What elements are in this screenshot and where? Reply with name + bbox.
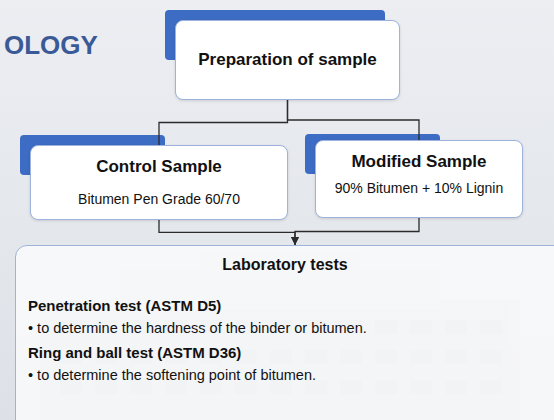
node-text: Ring and ball test (ASTM D36): [28, 344, 554, 363]
sample-box: Control SampleBitumen Pen Grade 60/70: [30, 145, 288, 220]
node-text: • to determine the hardness of the binde…: [28, 319, 554, 337]
tests-panel: Laboratory testsPenetration test (ASTM D…: [15, 245, 554, 420]
process-box: Preparation of sample: [175, 20, 400, 100]
connector: [159, 100, 288, 145]
node-heading: Preparation of sample: [188, 49, 387, 70]
node-heading: Modified Sample: [326, 151, 512, 172]
connector: [288, 100, 420, 140]
node-text: Penetration test (ASTM D5): [28, 297, 554, 316]
node-heading: Laboratory tests: [28, 255, 554, 275]
sample-box: Modified Sample 90% Bitumen + 10% Lignin: [315, 140, 523, 218]
node-text: 90% Bitumen + 10% Lignin: [326, 180, 512, 198]
node-text: Bitumen Pen Grade 60/70: [41, 191, 277, 209]
connector: [295, 218, 419, 245]
slide-title: OLOGY: [4, 30, 98, 61]
node-text: • to determine the softening point of bi…: [28, 366, 554, 384]
connector: [159, 220, 295, 245]
node-heading: Control Sample: [41, 156, 277, 177]
